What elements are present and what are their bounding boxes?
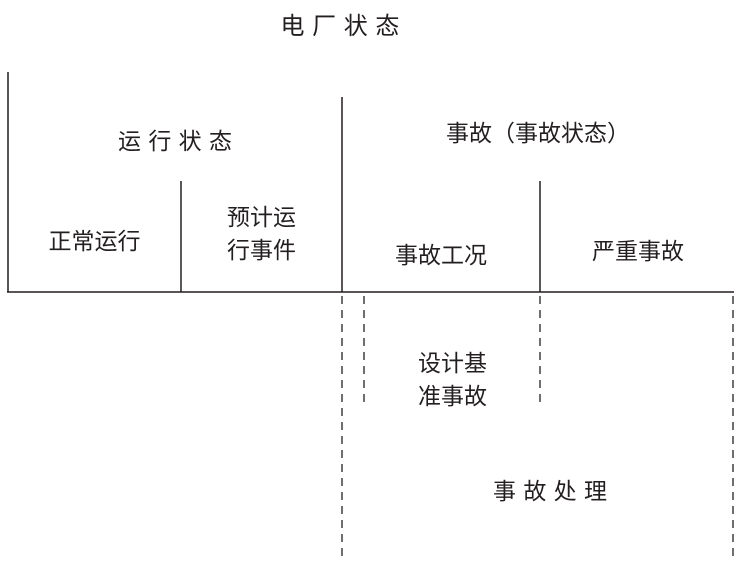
severe-accident-label: 严重事故 [592,239,684,265]
operating-states-label: 运 行 状 态 [118,129,232,155]
normal-operation-label: 正常运行 [48,229,141,255]
accident-management-label: 事 故 处 理 [493,479,607,505]
diagram-title: 电 厂 状 态 [280,12,400,40]
accident-conditions-label: 事故工况 [395,243,487,269]
accident-states-label: 事故（事故状态） [446,121,630,147]
design-basis-accident-label: 设计基 准事故 [418,351,487,410]
anticipated-events-label: 预计运 行事件 [227,205,296,264]
